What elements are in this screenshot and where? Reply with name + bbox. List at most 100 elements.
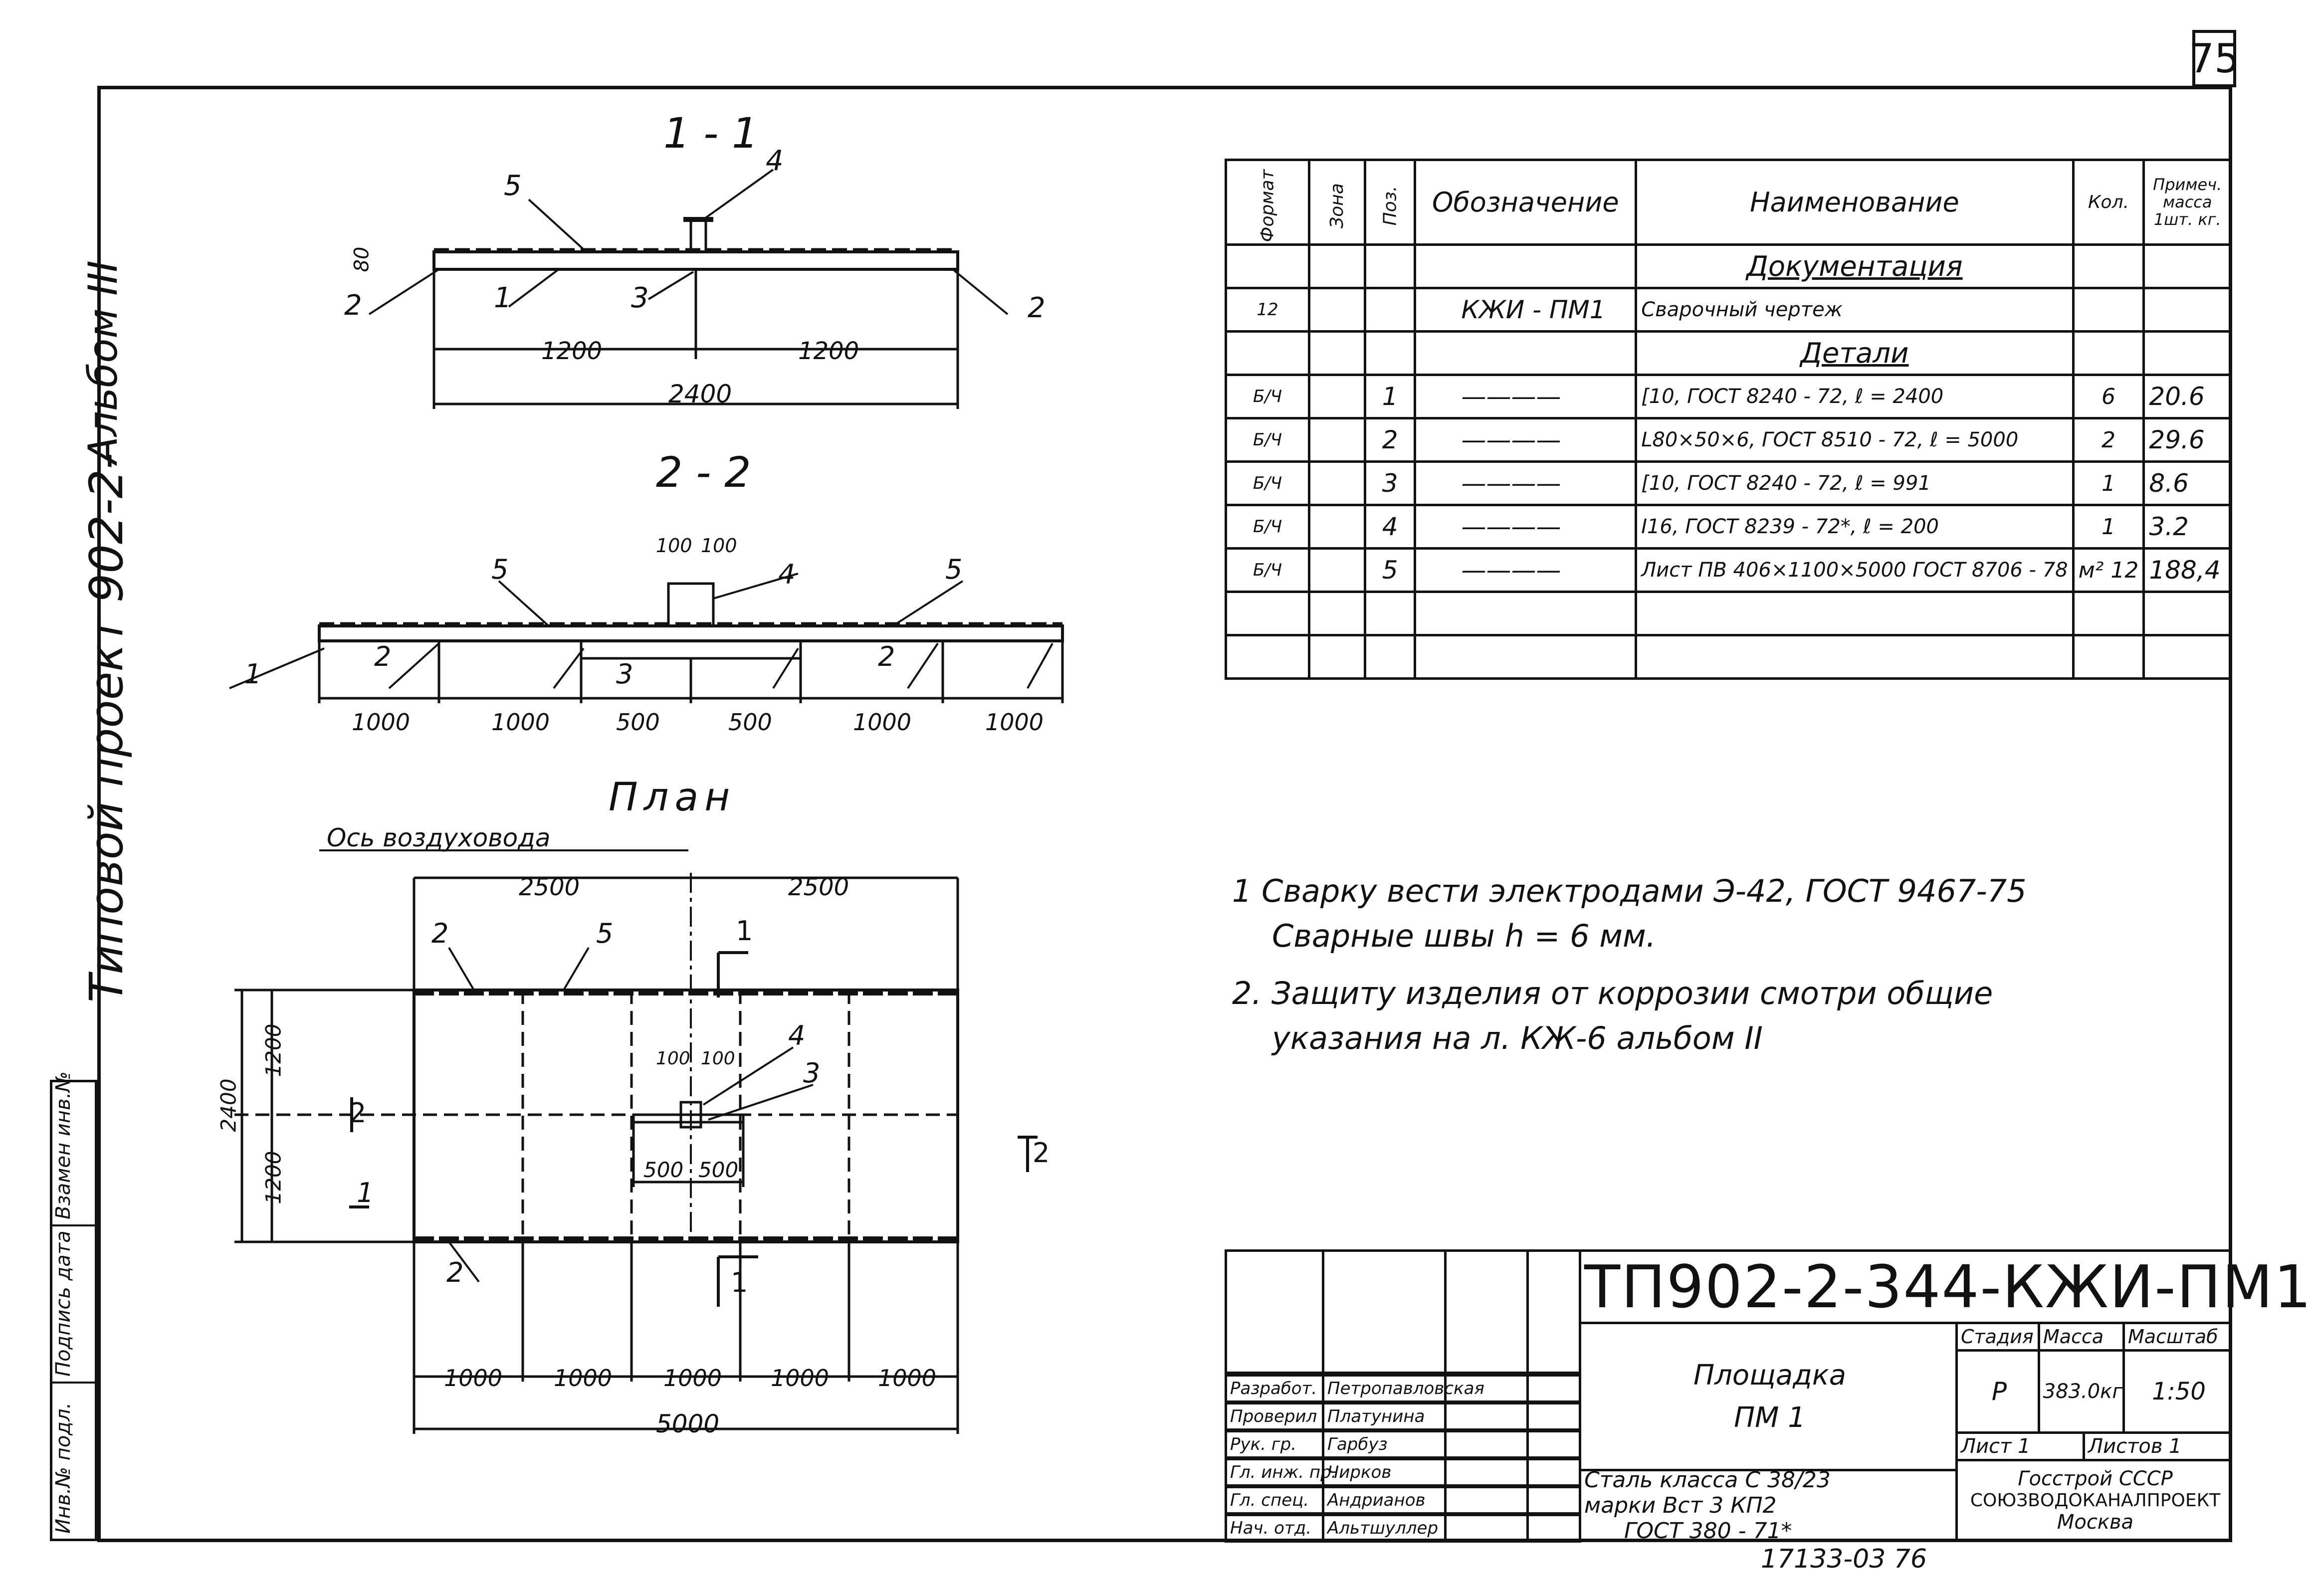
table-cell-designation: КЖИ - ПМ1: [1414, 287, 1638, 333]
table-cell-note: 20.6: [2142, 374, 2232, 419]
stage-label: Стадия: [1955, 1322, 2040, 1352]
callout-number: 2: [374, 641, 392, 672]
item-name-cell: Площадка ПМ 1: [1579, 1322, 1958, 1471]
footer-code: 17133-03 76: [1761, 1544, 1927, 1574]
table-cell-note: 8.6: [2142, 460, 2232, 506]
scale-value: 1:50: [2122, 1349, 2232, 1434]
stamp-cell: Взамен инв.№: [52, 1071, 95, 1226]
table-row: [1224, 591, 2232, 636]
dimension-label: 1200: [261, 1023, 286, 1077]
table-cell-pos: [1363, 634, 1417, 680]
signer-name: Андрианов: [1322, 1486, 1447, 1515]
table-cell-note: [2142, 243, 2232, 289]
dimension-label: 1200: [541, 337, 603, 365]
callout-number: 3: [803, 1057, 821, 1089]
table-cell-zone: [1308, 634, 1366, 680]
callout-number: 1: [494, 282, 512, 314]
table-cell-pos: 3: [1363, 460, 1417, 506]
dimension-label: 2500: [788, 873, 849, 901]
dimension-label: 1200: [798, 337, 859, 365]
section-mark: 1: [736, 915, 753, 947]
signature-cell: [1444, 1374, 1529, 1403]
sheet-number: Лист 1: [1955, 1431, 2085, 1461]
tb-empty-cell: [1444, 1249, 1529, 1374]
col-header: Наименование: [1635, 159, 2075, 246]
table-cell-designation: [1414, 634, 1638, 680]
callout-number: 2: [344, 289, 362, 322]
signer-role: Гл. инж. пр.: [1225, 1458, 1336, 1487]
table-cell-fmt: [1224, 330, 1311, 376]
table-cell-pos: [1363, 591, 1417, 636]
table-cell-fmt: Б/Ч: [1224, 460, 1311, 506]
material-line: ГОСТ 380 - 71*: [1624, 1518, 1792, 1544]
table-cell-fmt: Б/Ч: [1224, 547, 1311, 593]
table-cell-name: Детали: [1635, 330, 2075, 376]
table-cell-name: L80×50×6, ГОСТ 8510 - 72, ℓ = 5000: [1635, 417, 2075, 463]
date-cell: [1526, 1430, 1581, 1459]
dimension-label: 500: [698, 1158, 739, 1182]
callout-number: 4: [788, 1020, 806, 1051]
col-header: Кол.: [2072, 159, 2145, 246]
table-cell-qty: 2: [2072, 417, 2145, 463]
table-cell-pos: 5: [1363, 547, 1417, 593]
table-cell-pos: [1363, 243, 1417, 289]
dimension-label: 2400: [668, 380, 732, 408]
table-cell-name: [10, ГОСТ 8240 - 72, ℓ = 2400: [1635, 374, 2075, 419]
signature-cell: [1444, 1402, 1529, 1431]
dimension-label: 1000: [444, 1365, 503, 1392]
org-line: Москва: [2057, 1511, 2134, 1534]
callout-number: 4: [778, 559, 796, 590]
dimension-label: 1000: [352, 709, 411, 736]
signer-name: Альтшуллер: [1322, 1514, 1447, 1543]
table-cell-fmt: [1224, 243, 1311, 289]
table-cell-fmt: [1224, 634, 1311, 680]
col-header: Формат: [1224, 159, 1311, 246]
material-cell: Сталь класса С 38/23 марки Вст 3 КП2 ГОС…: [1579, 1467, 1958, 1544]
table-cell-name: [1635, 591, 2075, 636]
dimension-label: 1200: [261, 1151, 286, 1204]
table-row: Детали: [1224, 330, 2232, 376]
table-header-row: Формат Зона Поз. Обозначение Наименовани…: [1224, 159, 2232, 246]
dimension-label: 100: [701, 535, 737, 557]
callout-number: 2: [431, 918, 449, 949]
mass-value: 383.0кг: [2038, 1349, 2125, 1434]
section-2-2-title: 2 - 2: [656, 448, 751, 497]
mass-label: Масса: [2038, 1322, 2125, 1352]
table-cell-fmt: 12: [1224, 287, 1311, 333]
table-cell-qty: 1: [2072, 504, 2145, 550]
section-mark: 2: [1033, 1137, 1050, 1169]
callout-number: 2: [446, 1257, 464, 1288]
scale-label: Масштаб: [2122, 1322, 2232, 1352]
callout-number: 3: [616, 658, 633, 690]
table-cell-fmt: Б/Ч: [1224, 504, 1311, 550]
table-cell-qty: 6: [2072, 374, 2145, 419]
table-cell-pos: [1363, 287, 1417, 333]
table-cell-pos: 4: [1363, 504, 1417, 550]
dimension-label: 1000: [771, 1365, 830, 1392]
table-cell-designation: ————: [1414, 547, 1638, 593]
signer-name: Чирков: [1322, 1458, 1447, 1487]
stamp-cell: Подпись дата: [52, 1227, 95, 1384]
signer-name: Гарбуз: [1322, 1430, 1447, 1459]
dimension-label: 1000: [878, 1365, 937, 1392]
table-cell-designation: ————: [1414, 417, 1638, 463]
section-1-1-drawing: [368, 169, 1009, 409]
table-cell-qty: м² 12: [2072, 547, 2145, 593]
dimension-label: 100: [656, 535, 692, 557]
date-cell: [1526, 1514, 1581, 1543]
table-cell-pos: 1: [1363, 374, 1417, 419]
signer-role: Нач. отд.: [1225, 1514, 1324, 1543]
material-line: Сталь класса С 38/23: [1584, 1467, 1831, 1493]
table-cell-fmt: Б/Ч: [1224, 417, 1311, 463]
callout-number: 3: [631, 282, 649, 314]
document-code: ТП902-2-344-КЖИ-ПМ1: [1579, 1249, 2311, 1324]
signer-role: Гл. спец.: [1225, 1486, 1324, 1515]
section-mark: 2: [349, 1097, 367, 1129]
table-cell-pos: 2: [1363, 417, 1417, 463]
table-cell-qty: [2072, 634, 2145, 680]
